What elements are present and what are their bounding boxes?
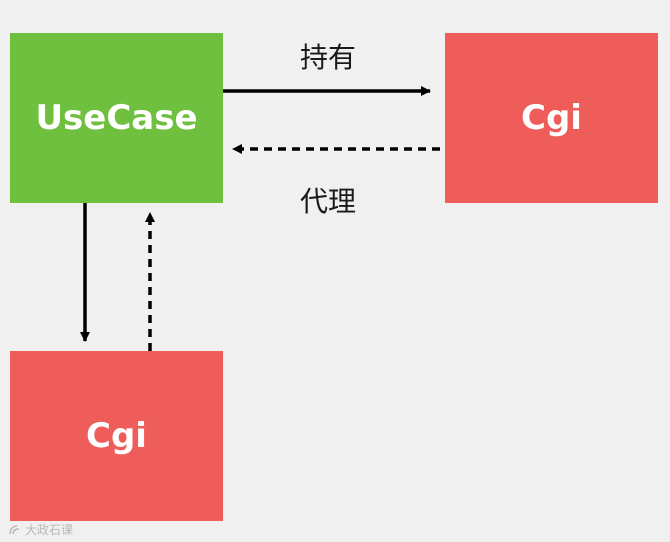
usecase-node: UseCase xyxy=(10,33,223,203)
watermark: 大政石课 xyxy=(8,521,73,538)
cgi-node-bottom: Cgi xyxy=(10,351,223,521)
cgi-node-right: Cgi xyxy=(445,33,658,203)
usecase-node-label: UseCase xyxy=(35,98,198,138)
cgi-node-bottom-label: Cgi xyxy=(86,416,147,456)
logo-icon xyxy=(9,524,20,534)
proxy-edge-label: 代理 xyxy=(300,185,357,218)
cgi-node-right-label: Cgi xyxy=(521,98,582,138)
watermark-text: 大政石课 xyxy=(25,523,74,537)
hold-edge-label: 持有 xyxy=(300,41,357,74)
